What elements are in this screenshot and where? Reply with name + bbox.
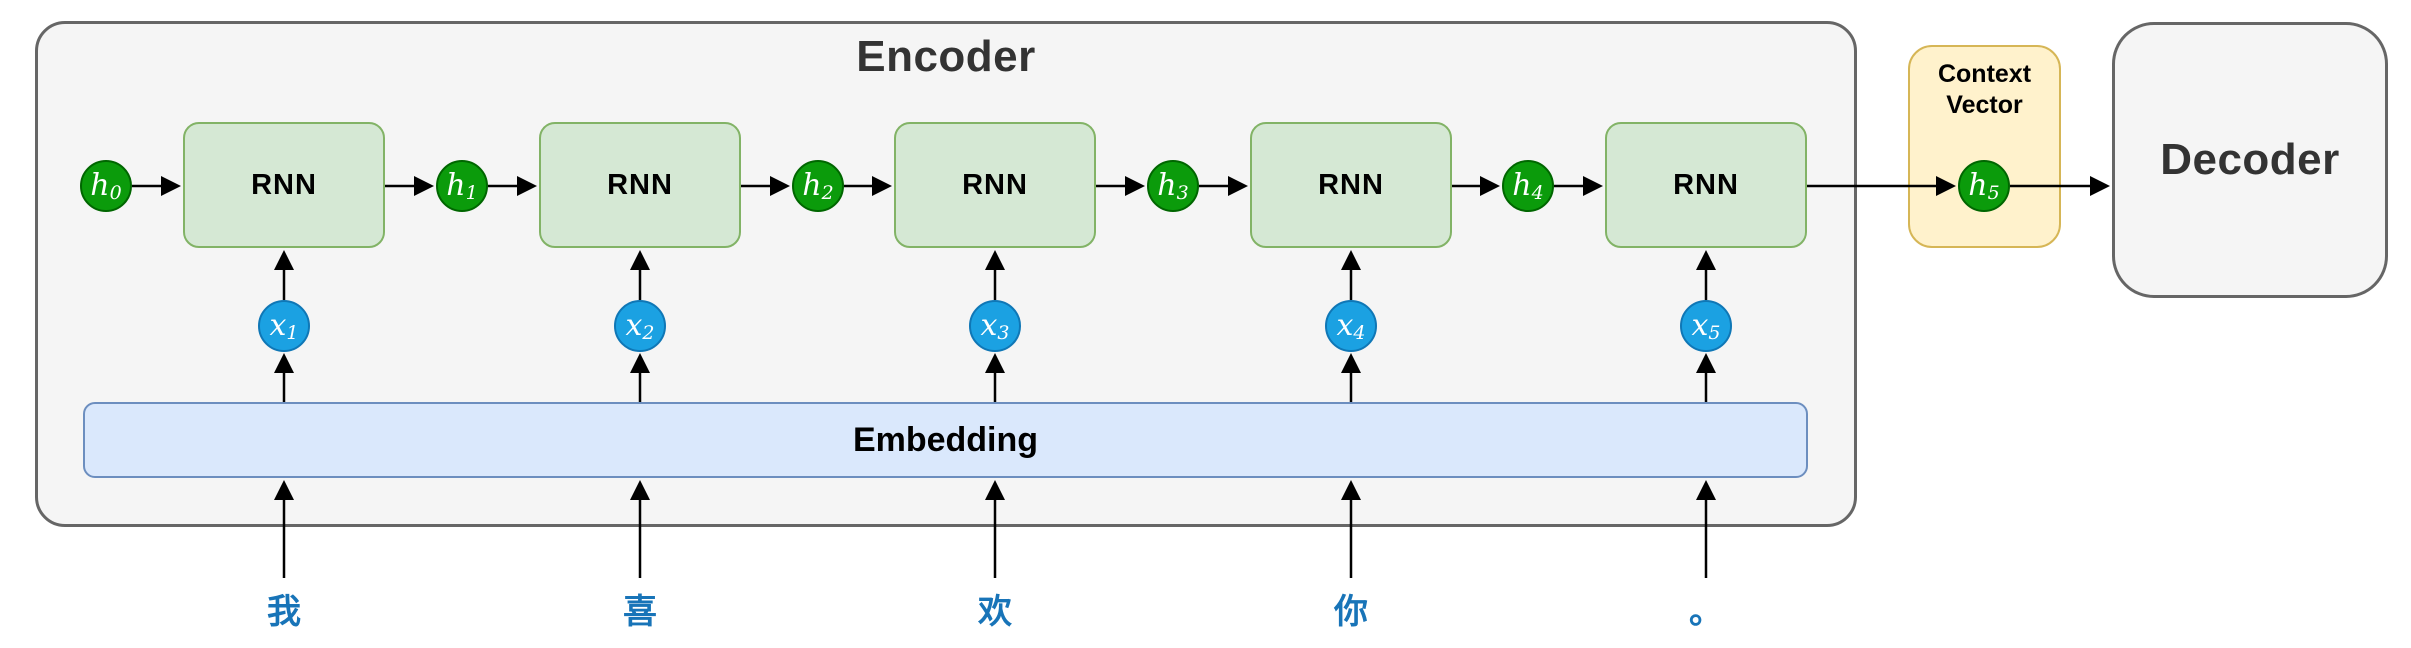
encoder-title: Encoder bbox=[856, 32, 1036, 81]
context-vector-label: Context Vector bbox=[1937, 60, 2032, 120]
rnn-cell-5: RNN bbox=[1605, 122, 1807, 248]
decoder-title: Decoder bbox=[2160, 135, 2340, 184]
decoder-box: Decoder bbox=[2112, 22, 2388, 298]
rnn-cell-2: RNN bbox=[539, 122, 741, 248]
token-word-3: 欢 bbox=[978, 593, 1012, 631]
context-vector-box: Context Vector bbox=[1908, 45, 2061, 248]
token-word-1: 我 bbox=[267, 593, 301, 631]
token-word-2: 喜 bbox=[623, 593, 657, 631]
embedding-label: Embedding bbox=[852, 420, 1039, 459]
rnn-cell-4: RNN bbox=[1250, 122, 1452, 248]
embedding-layer: Embedding bbox=[83, 402, 1808, 478]
rnn-cell-3: RNN bbox=[894, 122, 1096, 248]
token-word-4: 你 bbox=[1334, 593, 1368, 631]
rnn-cell-1: RNN bbox=[183, 122, 385, 248]
token-word-5: 。 bbox=[1689, 593, 1723, 631]
